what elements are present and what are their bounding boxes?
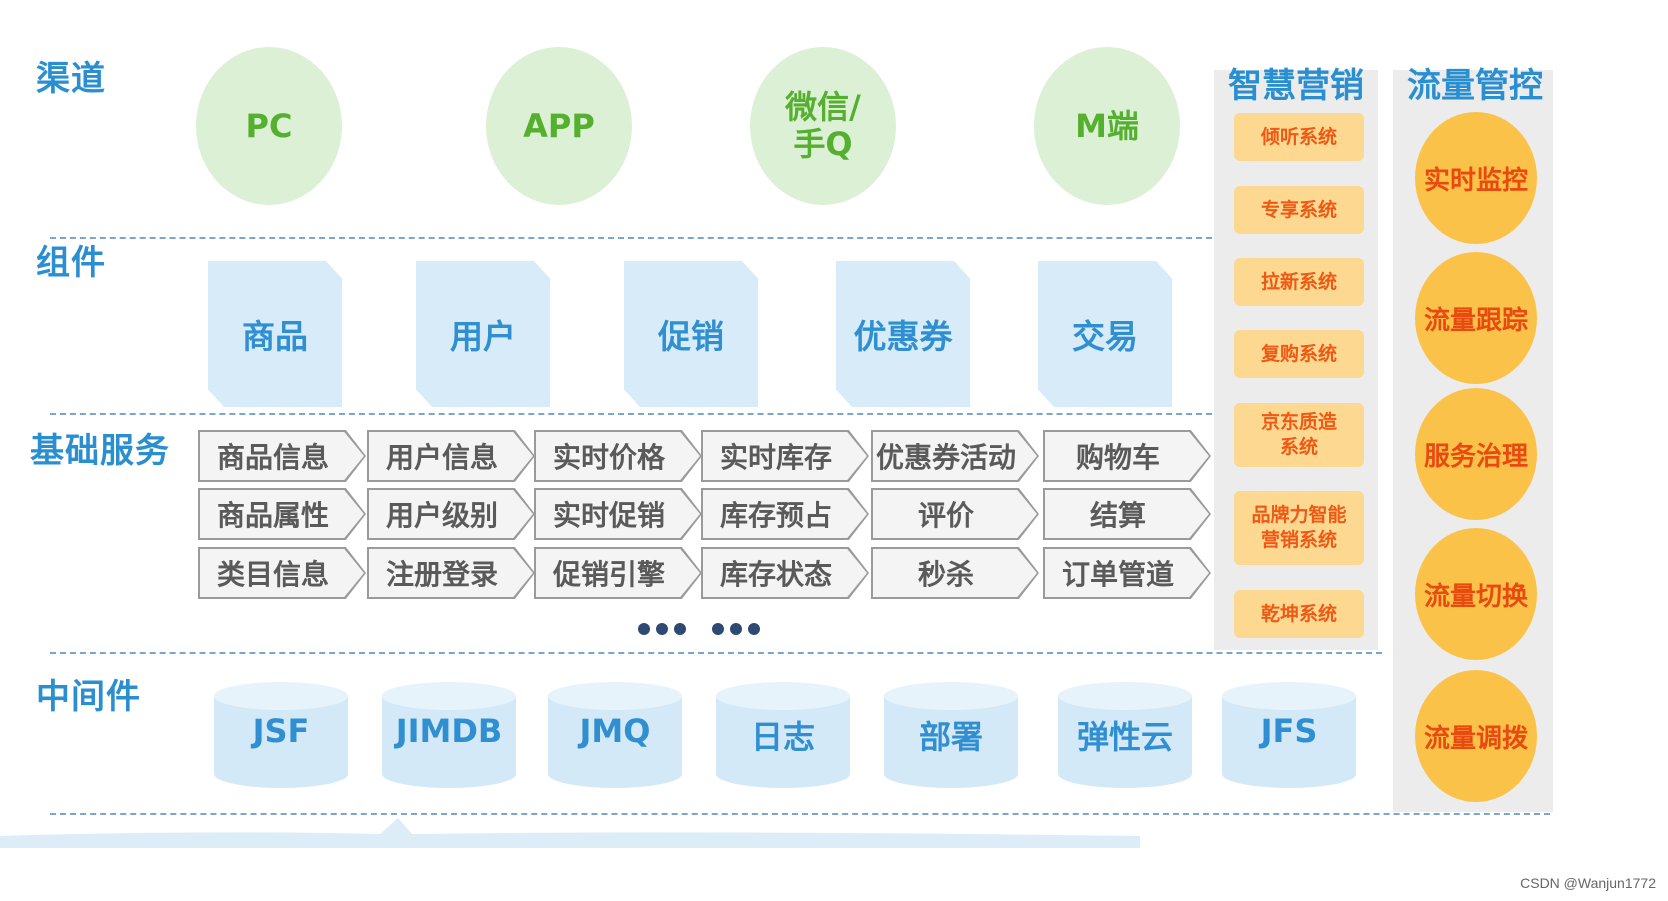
service-item-label: 用户级别 xyxy=(369,490,533,538)
service-item-label: 优惠券活动 xyxy=(873,432,1037,480)
layer-label-middleware: 中间件 xyxy=(36,677,141,717)
bottom-wave-decoration xyxy=(0,818,1140,848)
traffic-item-realtime-monitor: 实时监控 xyxy=(1415,112,1537,244)
middleware-label: 部署 xyxy=(918,718,983,756)
channel-wechat: 微信/ 手Q xyxy=(750,47,896,205)
layer-label-channel: 渠道 xyxy=(36,59,106,99)
service-item-label: 商品属性 xyxy=(200,490,364,538)
middleware-item: 弹性云 xyxy=(1058,682,1192,788)
service-item-label: 订单管道 xyxy=(1045,549,1209,597)
service-item-label: 用户信息 xyxy=(369,432,533,480)
marketing-item-qiankun: 乾坤系统 xyxy=(1234,590,1364,638)
ellipsis-dot xyxy=(748,623,760,635)
service-item-label: 类目信息 xyxy=(200,549,364,597)
service-item: 秒杀 xyxy=(871,547,1039,599)
separator-line xyxy=(50,413,1212,415)
watermark: CSDN @Wanjun1772 xyxy=(1520,875,1656,891)
middleware-item: JMQ xyxy=(548,682,682,788)
marketing-item-brand-intelligence: 品牌力智能 营销系统 xyxy=(1234,491,1364,565)
middleware-label: 日志 xyxy=(750,718,815,756)
component-coupon: 优惠券 xyxy=(836,261,970,407)
service-item: 实时价格 xyxy=(534,430,702,482)
middleware-item: JIMDB xyxy=(382,682,516,788)
service-item: 促销引擎 xyxy=(534,547,702,599)
service-item-label: 实时促销 xyxy=(536,490,700,538)
service-item: 用户级别 xyxy=(367,488,535,540)
service-item-label: 秒杀 xyxy=(873,549,1037,597)
middleware-label: JMQ xyxy=(579,712,651,750)
layer-label-component: 组件 xyxy=(36,243,106,283)
service-item-label: 评价 xyxy=(873,490,1037,538)
ellipsis-dot xyxy=(638,623,650,635)
middleware-item: JFS xyxy=(1222,682,1356,788)
smart-marketing-title: 智慧营销 xyxy=(1228,66,1364,106)
service-item-label: 库存预占 xyxy=(703,490,867,538)
middleware-label: JSF xyxy=(252,712,310,750)
marketing-item-repurchase: 复购系统 xyxy=(1234,330,1364,378)
traffic-item-switching: 流量切换 xyxy=(1415,528,1537,660)
ellipsis-dot xyxy=(674,623,686,635)
service-item-label: 商品信息 xyxy=(200,432,364,480)
ellipsis-dot xyxy=(656,623,668,635)
middleware-shape xyxy=(716,682,850,710)
middleware-shape xyxy=(884,682,1018,710)
service-item: 注册登录 xyxy=(367,547,535,599)
service-item: 商品信息 xyxy=(198,430,366,482)
service-item: 优惠券活动 xyxy=(871,430,1039,482)
service-item-label: 促销引擎 xyxy=(536,549,700,597)
channel-pc: PC xyxy=(196,47,342,205)
service-item-label: 购物车 xyxy=(1045,432,1209,480)
traffic-item-allocation: 流量调拨 xyxy=(1415,670,1537,802)
traffic-item-governance: 服务治理 xyxy=(1415,388,1537,520)
channel-mobile: M端 xyxy=(1034,47,1180,205)
middleware-shape xyxy=(548,682,682,710)
service-item: 结算 xyxy=(1043,488,1211,540)
middleware-label: JIMDB xyxy=(395,712,503,750)
service-item-label: 实时价格 xyxy=(536,432,700,480)
middleware-item: JSF xyxy=(214,682,348,788)
component-promotion: 促销 xyxy=(624,261,758,407)
middleware-shape xyxy=(1222,682,1356,710)
middleware-shape xyxy=(1058,682,1192,710)
service-item-label: 注册登录 xyxy=(369,549,533,597)
component-product: 商品 xyxy=(208,261,342,407)
separator-line xyxy=(50,237,1212,239)
ellipsis-dot xyxy=(730,623,742,635)
component-user: 用户 xyxy=(416,261,550,407)
service-item: 实时促销 xyxy=(534,488,702,540)
service-item: 商品属性 xyxy=(198,488,366,540)
middleware-item: 日志 xyxy=(716,682,850,788)
service-item: 库存状态 xyxy=(701,547,869,599)
component-trade: 交易 xyxy=(1038,261,1172,407)
separator-line xyxy=(50,813,1550,815)
service-item: 购物车 xyxy=(1043,430,1211,482)
traffic-item-tracking: 流量跟踪 xyxy=(1415,252,1537,384)
traffic-control-title: 流量管控 xyxy=(1407,66,1543,106)
middleware-label: JFS xyxy=(1260,712,1318,750)
separator-line xyxy=(50,652,1382,654)
ellipsis-dot xyxy=(712,623,724,635)
service-item: 用户信息 xyxy=(367,430,535,482)
middleware-shape xyxy=(382,682,516,710)
service-item-label: 结算 xyxy=(1045,490,1209,538)
service-item: 评价 xyxy=(871,488,1039,540)
marketing-item-acquisition: 拉新系统 xyxy=(1234,258,1364,306)
service-item-label: 库存状态 xyxy=(703,549,867,597)
service-item-label: 实时库存 xyxy=(703,432,867,480)
middleware-item: 部署 xyxy=(884,682,1018,788)
middleware-shape xyxy=(214,682,348,710)
layer-label-base-service: 基础服务 xyxy=(30,431,170,471)
middleware-label: 弹性云 xyxy=(1076,718,1173,756)
channel-app: APP xyxy=(486,47,632,205)
service-item: 订单管道 xyxy=(1043,547,1211,599)
marketing-item-jd-quality: 京东质造 系统 xyxy=(1234,403,1364,467)
marketing-item-listening: 倾听系统 xyxy=(1234,113,1364,161)
marketing-item-exclusive: 专享系统 xyxy=(1234,186,1364,234)
service-item: 实时库存 xyxy=(701,430,869,482)
service-item: 库存预占 xyxy=(701,488,869,540)
service-item: 类目信息 xyxy=(198,547,366,599)
